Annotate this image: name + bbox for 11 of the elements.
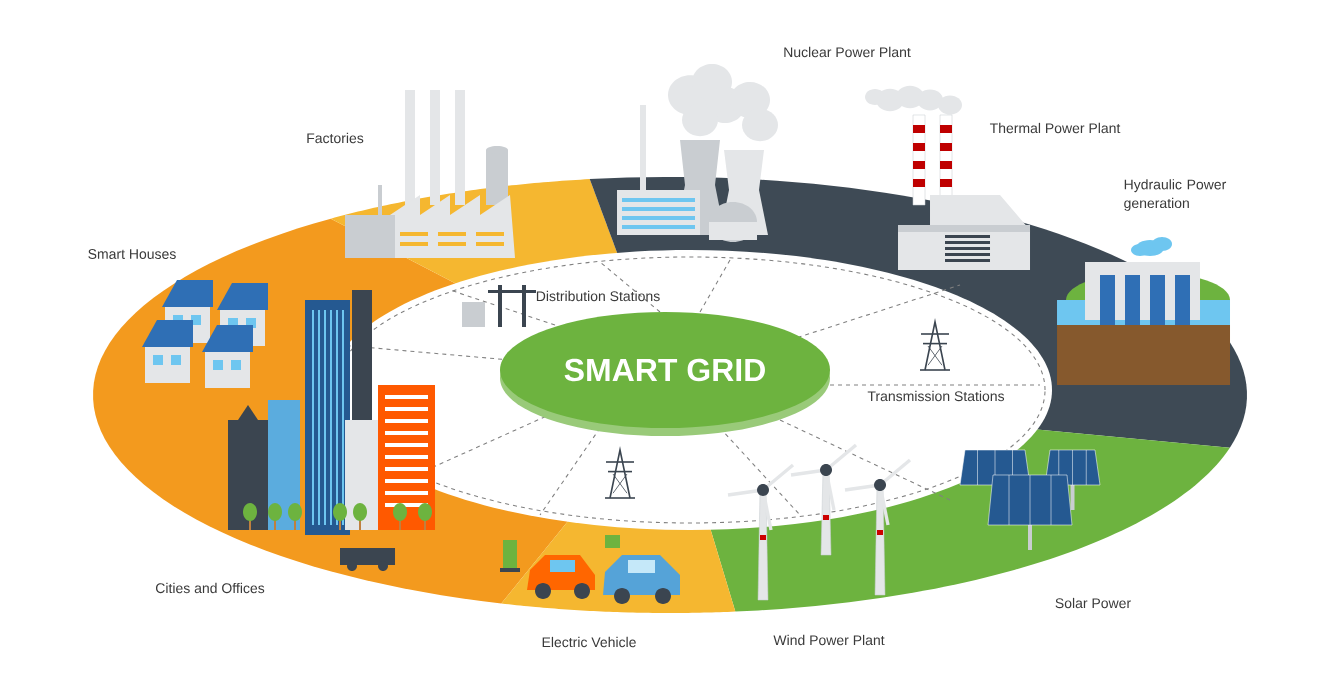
label: Cities and Offices <box>156 582 265 594</box>
label: Thermal Power Plant <box>989 122 1121 134</box>
label: Nuclear Power Plant <box>784 46 911 58</box>
label: Hydraulic Power generation <box>1124 179 1227 211</box>
label: Solar Power <box>1055 597 1131 609</box>
label: Electric Vehicle <box>542 636 636 648</box>
label: Transmission Stations <box>867 390 1005 402</box>
label: Wind Power Plant <box>773 634 885 646</box>
label: Distribution Stations <box>536 290 660 302</box>
label: Factories <box>307 132 364 144</box>
label: Smart Houses <box>88 249 176 259</box>
